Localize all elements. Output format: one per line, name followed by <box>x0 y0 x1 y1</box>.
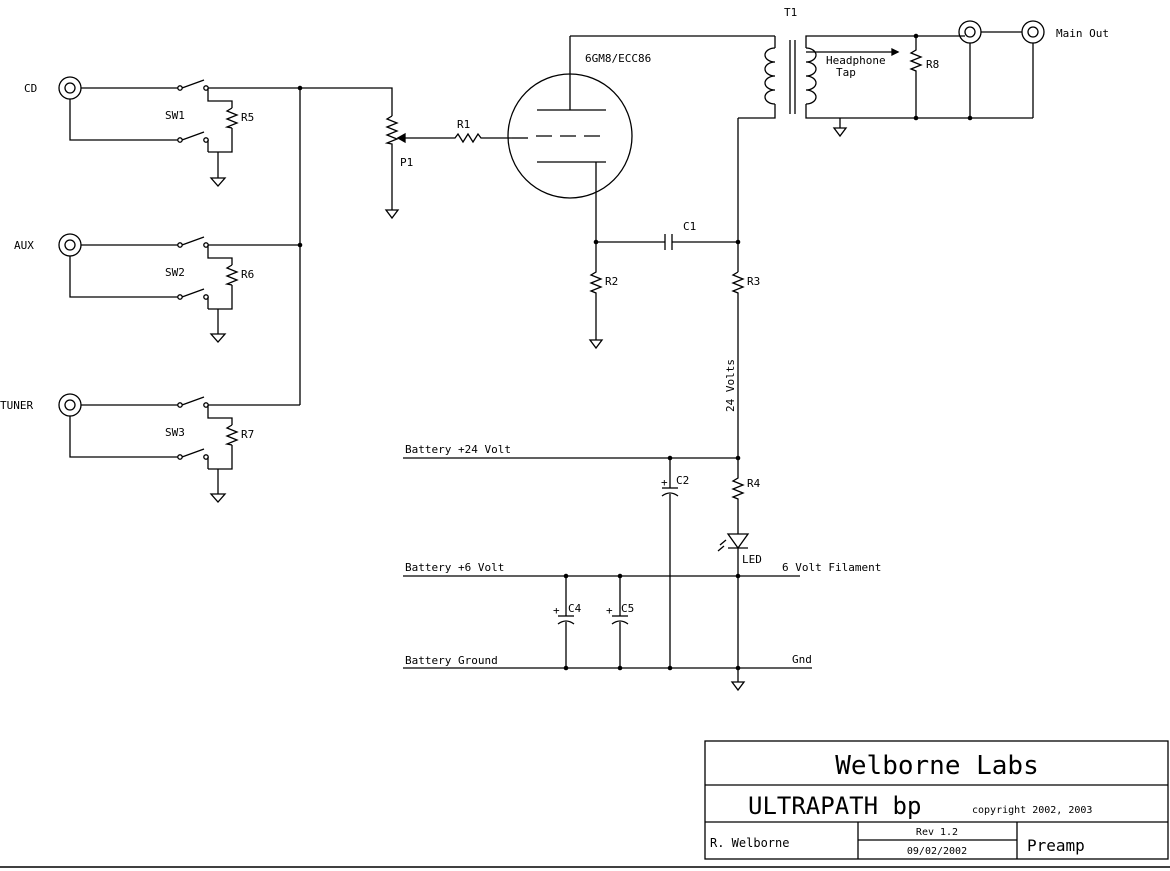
label-sw2: SW2 <box>165 266 185 279</box>
tuner-jack <box>58 393 82 417</box>
title-date: 09/02/2002 <box>907 846 967 857</box>
label-headphone: Headphone <box>826 54 886 67</box>
label-r2: R2 <box>605 275 618 288</box>
label-r4: R4 <box>747 477 761 490</box>
label-battery-24: Battery +24 Volt <box>405 443 511 456</box>
cd-jack <box>58 76 82 100</box>
label-c2-plus: + <box>661 476 668 489</box>
label-gnd: Gnd <box>792 653 812 666</box>
label-tube: 6GM8/ECC86 <box>585 52 651 65</box>
label-battery-ground: Battery Ground <box>405 654 498 667</box>
label-c2: C2 <box>676 474 689 487</box>
label-c1: C1 <box>683 220 696 233</box>
label-r7: R7 <box>241 428 254 441</box>
output-jack-1 <box>958 20 982 44</box>
main-out-jack <box>1021 20 1045 44</box>
label-c4-plus: + <box>553 604 560 617</box>
title-preamp: Preamp <box>1027 836 1085 855</box>
title-author: R. Welborne <box>710 836 789 850</box>
label-aux: AUX <box>14 239 34 252</box>
label-sw3: SW3 <box>165 426 185 439</box>
label-r3: R3 <box>747 275 760 288</box>
label-r8: R8 <box>926 58 939 71</box>
title-company: Welborne Labs <box>835 751 1039 781</box>
label-sw1: SW1 <box>165 109 185 122</box>
label-c5-plus: + <box>606 604 613 617</box>
label-main-out: Main Out <box>1056 27 1109 40</box>
label-c5: C5 <box>621 602 634 615</box>
label-t1: T1 <box>784 6 797 19</box>
label-p1: P1 <box>400 156 413 169</box>
label-battery-6: Battery +6 Volt <box>405 561 504 574</box>
label-24-volts: 24 Volts <box>724 359 737 412</box>
title-rev: Rev 1.2 <box>916 827 958 838</box>
label-tap: Tap <box>836 66 856 79</box>
label-r5: R5 <box>241 111 254 124</box>
title-product: ULTRAPATH bp <box>748 792 921 820</box>
label-led: LED <box>742 553 762 566</box>
title-block <box>704 740 1169 860</box>
label-r6: R6 <box>241 268 254 281</box>
label-c4: C4 <box>568 602 582 615</box>
label-cd: CD <box>24 82 37 95</box>
title-copyright: copyright 2002, 2003 <box>972 805 1092 816</box>
label-tuner: TUNER <box>0 399 33 412</box>
label-filament: 6 Volt Filament <box>782 561 881 574</box>
label-r1: R1 <box>457 118 470 131</box>
aux-jack <box>58 233 82 257</box>
